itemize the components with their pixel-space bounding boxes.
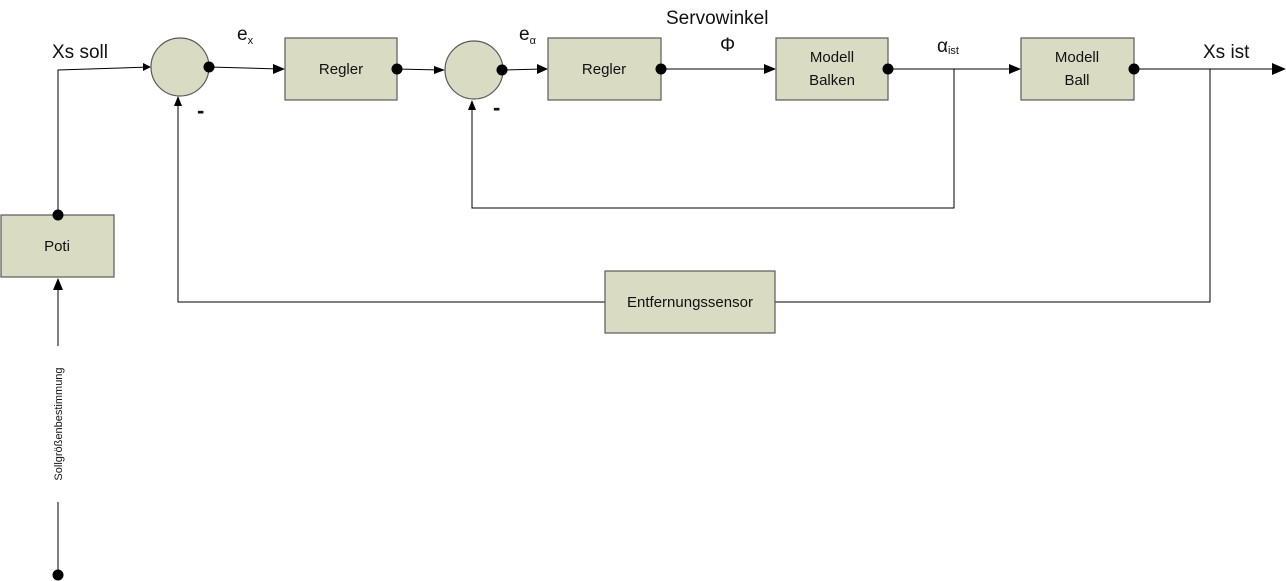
connector-dot-regler1-out: [391, 63, 403, 75]
block-poti: [0, 214, 115, 278]
wire-sum2-to-regler2: [501, 68, 544, 71]
minus-sign-junction-1: -: [197, 98, 204, 123]
label-modell-balken-line2: Balken: [809, 72, 855, 89]
label-entfernungssensor: Entfernungssensor: [627, 294, 753, 311]
wire-poti-to-sum1: [57, 66, 151, 215]
label-poti: Poti: [44, 238, 70, 255]
block-modell-balken: [775, 37, 889, 101]
signal-phi: Φ: [720, 35, 735, 56]
signal-alpha-ist-base: α: [937, 36, 948, 57]
wire-outer-feedback-left: [177, 101, 605, 303]
connector-dot-poti-out: [52, 209, 64, 221]
arrowhead-regler1-in: [273, 64, 285, 74]
label-regler-1: Regler: [319, 61, 363, 78]
signal-e-alpha-base: e: [519, 24, 530, 45]
connector-dot-regler2-out: [655, 63, 667, 75]
signal-xs-soll: Xs soll: [52, 42, 108, 63]
connector-dot-sum2-out: [496, 64, 508, 76]
signal-alpha-ist: αist: [937, 36, 959, 57]
wire-inner-feedback: [471, 69, 955, 209]
block-modell-ball: [1020, 37, 1135, 101]
connector-dot-sum1-out: [203, 61, 215, 73]
signal-sollgroessenbestimmung: Sollgrößenbestimmung: [53, 367, 65, 480]
signal-servowinkel: Servowinkel: [666, 8, 768, 29]
label-modell-balken-line1: Modell: [810, 49, 854, 66]
signal-e-x-base: e: [237, 24, 248, 45]
arrowhead-outer-feedback: [174, 96, 182, 106]
arrowhead-inner-feedback: [468, 100, 476, 110]
label-modell-ball-line1: Modell: [1055, 49, 1099, 66]
wire-regler1-to-sum2: [396, 68, 441, 71]
minus-sign-junction-2: -: [493, 95, 500, 120]
signal-e-x-sub: x: [248, 35, 254, 47]
connector-dot-balken-out: [882, 63, 894, 75]
summing-junction-1: [150, 37, 210, 97]
label-regler-2: Regler: [582, 61, 626, 78]
summing-junction-2: [444, 40, 504, 100]
wire-outer-feedback-right: [775, 69, 1211, 303]
signal-e-alpha-sub: α: [530, 35, 537, 47]
connector-dot-ball-out: [1128, 63, 1140, 75]
arrowhead-sum2-in: [434, 66, 445, 74]
signal-xs-ist: Xs ist: [1203, 42, 1250, 63]
connector-dot-input: [52, 569, 64, 581]
wire-sum1-to-regler1: [208, 66, 281, 70]
arrowhead-output: [1272, 63, 1286, 75]
signal-e-alpha: eα: [519, 24, 537, 47]
signal-alpha-ist-sub: ist: [948, 45, 959, 57]
arrowhead-poti-in: [53, 278, 63, 290]
signal-e-x: ex: [237, 24, 254, 47]
arrowhead-sum1-in: [143, 63, 151, 71]
arrowhead-regler2-in: [537, 64, 548, 74]
label-modell-ball-line2: Ball: [1064, 72, 1089, 89]
arrowhead-ball-in: [1009, 64, 1021, 74]
arrowhead-balken-in: [764, 64, 776, 74]
block-entfernungssensor: [604, 270, 776, 334]
